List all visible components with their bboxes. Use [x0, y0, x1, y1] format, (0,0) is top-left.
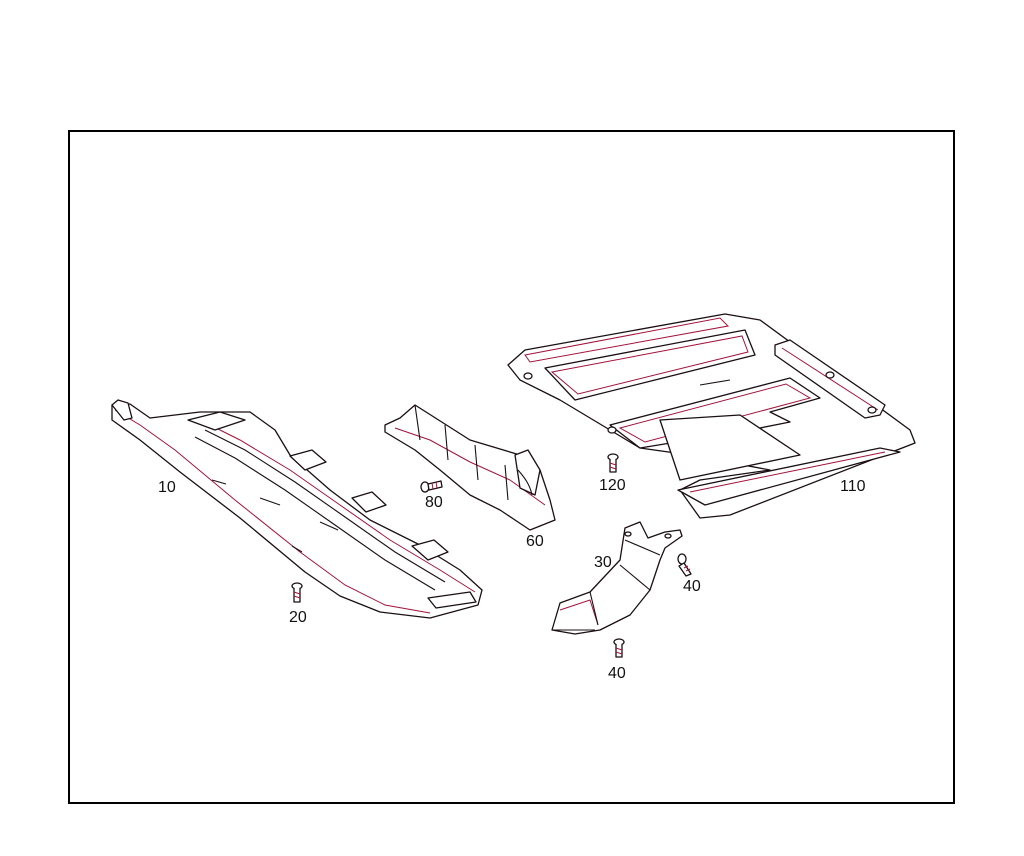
callout-20: 20 [289, 609, 307, 626]
part-80-screw[interactable] [420, 480, 443, 493]
callout-40-lower: 40 [608, 665, 626, 682]
part-40-bolt-lower[interactable] [613, 638, 625, 658]
callout-40-upper: 40 [683, 578, 701, 595]
part-30-deflector[interactable] [551, 521, 683, 635]
part-120-bolt[interactable] [607, 453, 619, 473]
part-20-bolt[interactable] [291, 582, 303, 603]
diagram-frame [68, 130, 955, 804]
part-40-screw-upper[interactable] [677, 553, 692, 577]
part-10-underbody-panel[interactable] [111, 399, 483, 619]
callout-120: 120 [599, 477, 626, 494]
callout-60: 60 [526, 533, 544, 550]
callout-110: 110 [840, 478, 866, 495]
callout-10: 10 [158, 479, 176, 496]
part-60-bracket[interactable] [384, 404, 556, 531]
part-110-skid-plate[interactable] [507, 313, 916, 519]
callout-30: 30 [594, 554, 612, 571]
callout-80: 80 [425, 494, 443, 511]
